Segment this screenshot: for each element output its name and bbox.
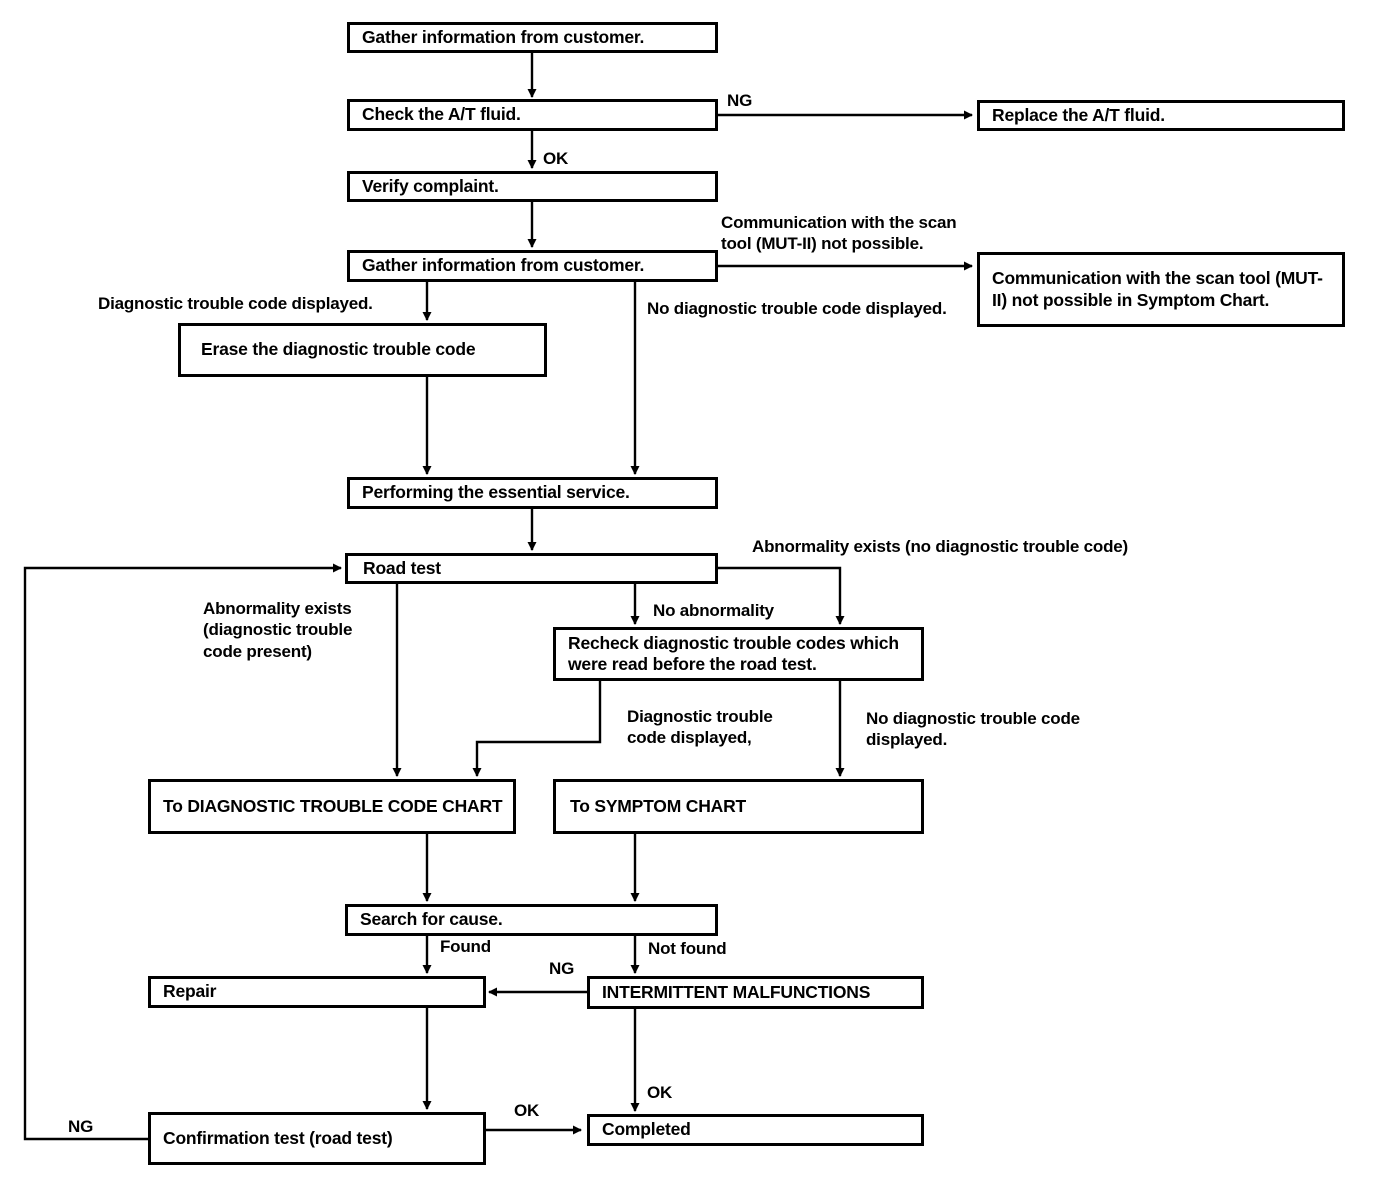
node-road-test: Road test: [345, 553, 718, 584]
node-recheck-dtc: Recheck diagnostic trouble codes which w…: [553, 627, 924, 681]
edge-label-not-found: Not found: [648, 939, 727, 958]
edge-label-no-dtc-displayed: No diagnostic trouble code displayed.: [647, 299, 947, 318]
edge-label-ng-intermittent: NG: [549, 959, 575, 978]
node-search-for-cause: Search for cause.: [345, 904, 718, 936]
edge-label-dtc-displayed-2: Diagnostic trouble code displayed,: [627, 707, 773, 748]
node-intermittent-malfunctions: INTERMITTENT MALFUNCTIONS: [587, 976, 924, 1009]
edge-label-ok-intermittent: OK: [647, 1083, 673, 1102]
connector-recheck-dtcchart: [472, 681, 602, 777]
connector-confirmation-roadtest-ng-feedback: [23, 563, 342, 1141]
node-to-dtc-chart: To DIAGNOSTIC TROUBLE CODE CHART: [148, 779, 516, 834]
edge-label-ok-confirmation: OK: [514, 1101, 540, 1120]
node-gather-information-2: Gather information from customer.: [347, 250, 718, 282]
node-check-at-fluid: Check the A/T fluid.: [347, 99, 718, 131]
edge-label-ok-fluid: OK: [543, 149, 569, 168]
node-repair: Repair: [148, 976, 486, 1008]
node-communication-not-possible: Communication with the scan tool (MUT-II…: [977, 252, 1345, 327]
node-replace-at-fluid: Replace the A/T fluid.: [977, 100, 1345, 131]
edge-label-ng-confirmation: NG: [68, 1117, 94, 1136]
node-to-symptom-chart: To SYMPTOM CHART: [553, 779, 924, 834]
node-essential-service: Performing the essential service.: [347, 477, 718, 509]
node-verify-complaint: Verify complaint.: [347, 171, 718, 202]
node-completed: Completed: [587, 1114, 924, 1146]
edge-label-found: Found: [440, 937, 491, 956]
edge-label-comm-not-possible: Communication with the scan tool (MUT-II…: [721, 213, 957, 254]
edge-label-abnormality-dtc-present: Abnormality exists (diagnostic trouble c…: [203, 599, 353, 661]
node-gather-information-1: Gather information from customer.: [347, 22, 718, 53]
edge-label-dtc-displayed: Diagnostic trouble code displayed.: [98, 294, 373, 313]
connector-roadtest-recheck-right: [718, 566, 845, 625]
edge-label-abnormality-no-dtc: Abnormality exists (no diagnostic troubl…: [752, 537, 1128, 556]
node-erase-dtc: Erase the diagnostic trouble code: [178, 323, 547, 377]
edge-label-no-abnormality: No abnormality: [653, 601, 774, 620]
edge-label-ng-fluid: NG: [727, 91, 753, 110]
edge-label-no-dtc-displayed-2: No diagnostic trouble code displayed.: [866, 709, 1080, 750]
node-confirmation-test: Confirmation test (road test): [148, 1112, 486, 1165]
